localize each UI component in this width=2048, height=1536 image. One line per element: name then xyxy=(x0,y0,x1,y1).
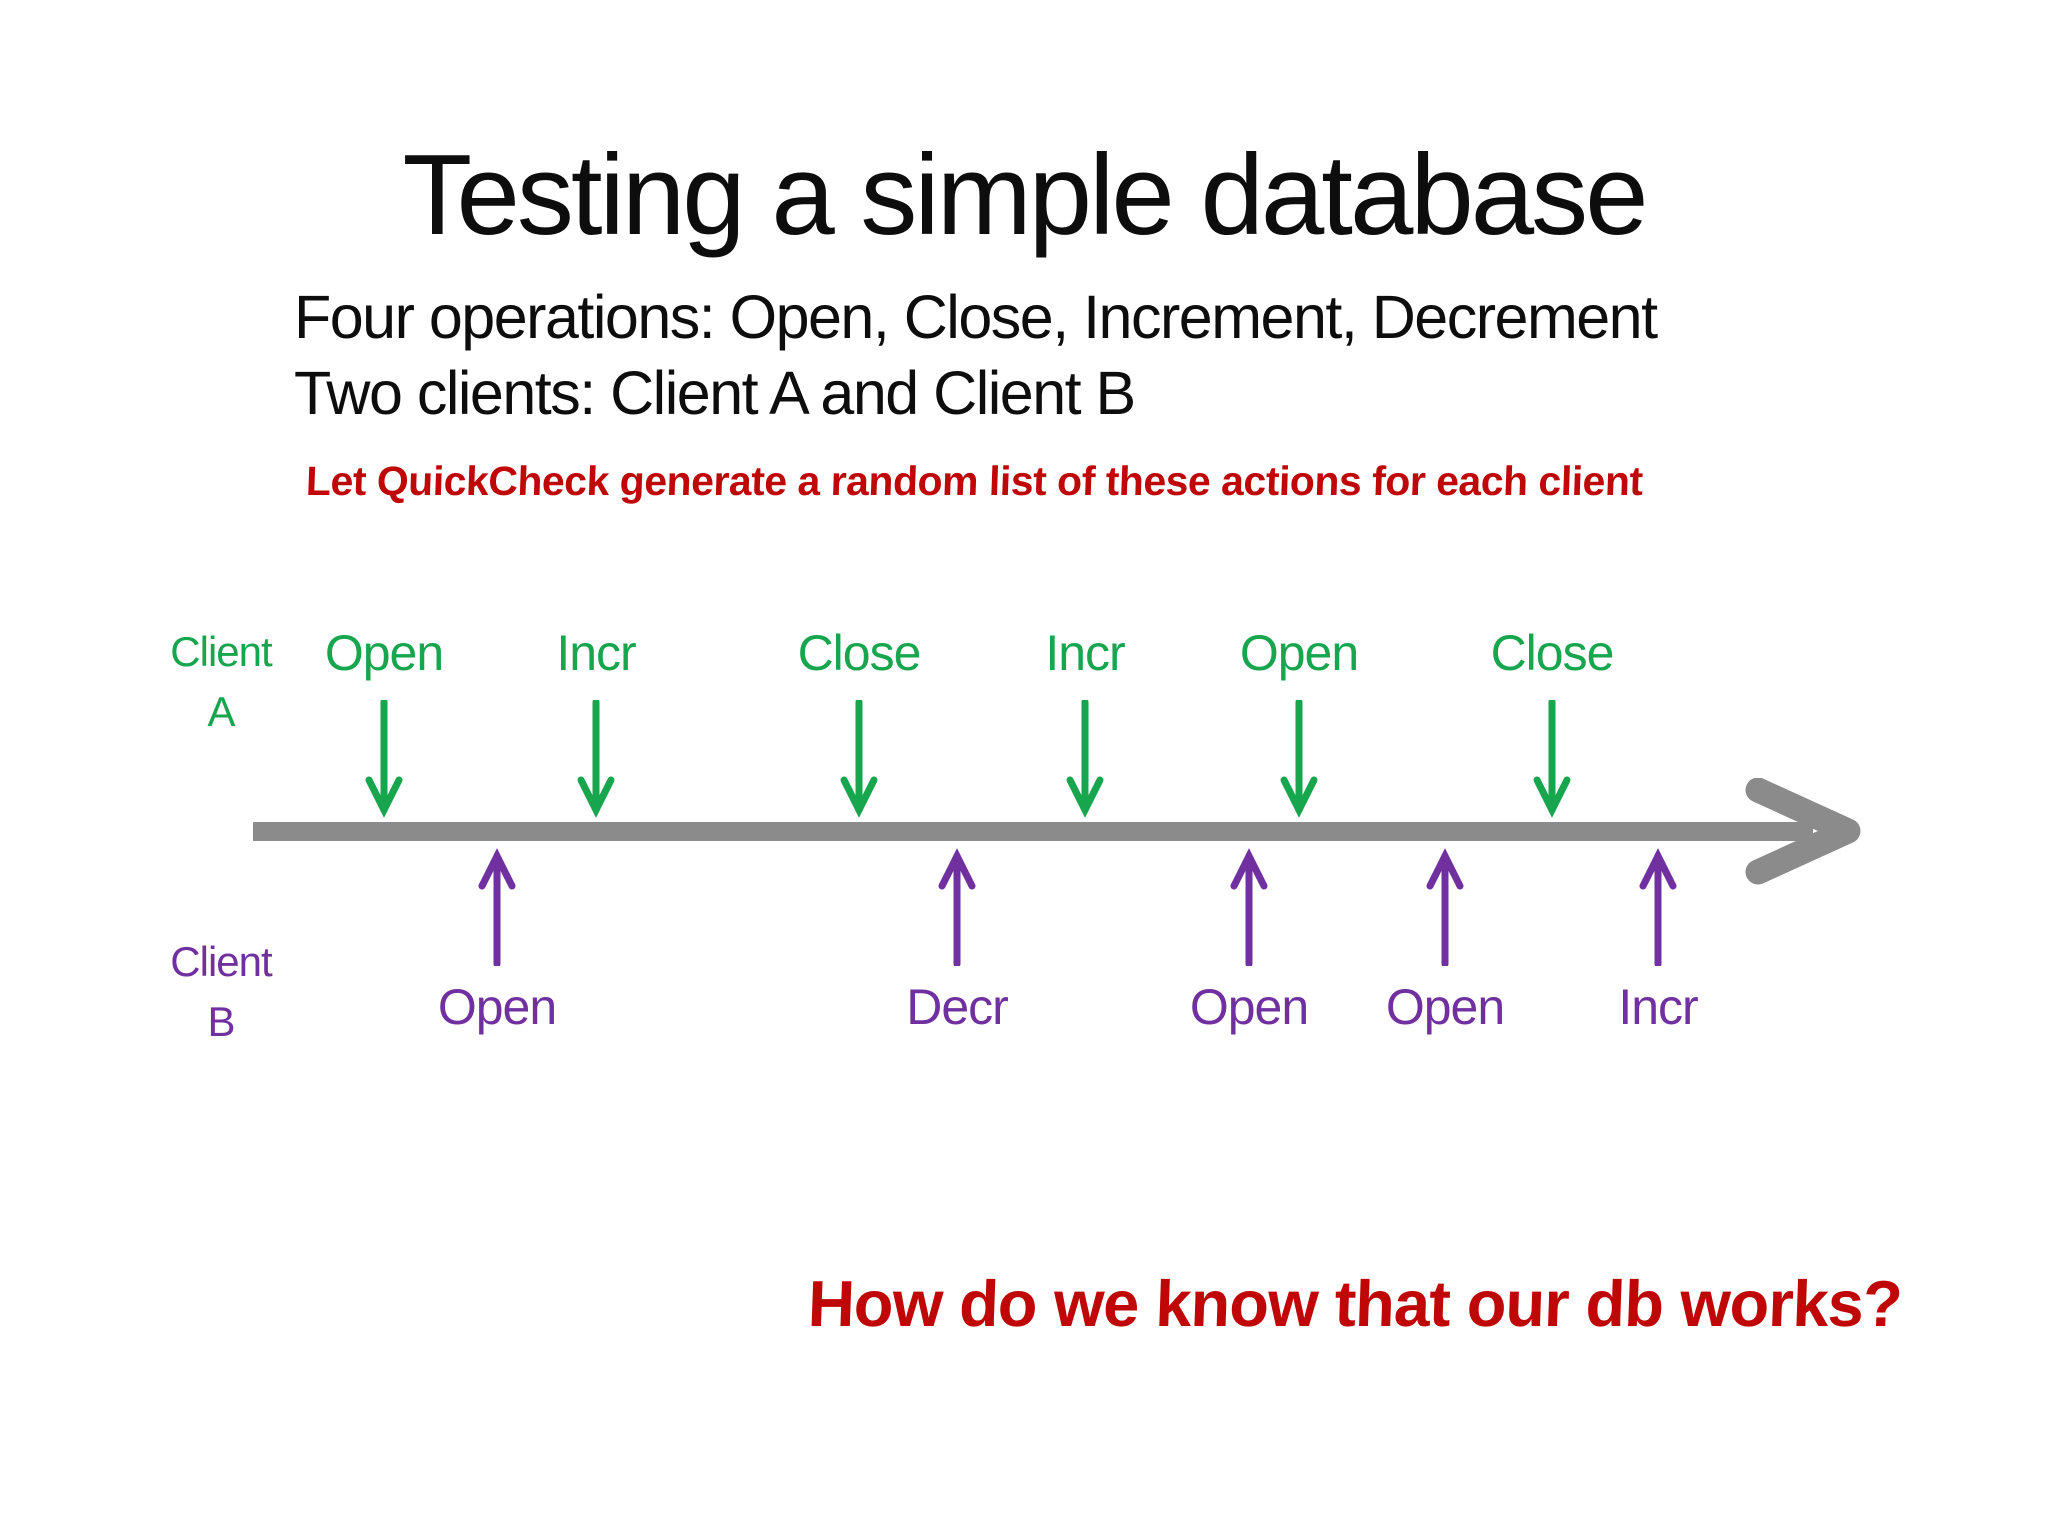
event-label-open: Open xyxy=(1239,625,1359,681)
timeline-arrowhead-icon xyxy=(1745,778,1861,885)
timeline-bar xyxy=(253,822,1813,841)
client-a-label-line1: Client xyxy=(170,628,272,675)
subtitle-clients: Two clients: Client A and Client B xyxy=(294,359,1136,427)
arrow-up-icon xyxy=(1639,848,1677,966)
event-label-incr: Incr xyxy=(556,625,636,681)
client-b-label-line2: B xyxy=(207,998,235,1045)
subtitle-operations: Four operations: Open, Close, Increment,… xyxy=(294,283,1658,351)
arrow-up-icon xyxy=(1230,848,1268,966)
arrow-down-icon xyxy=(1066,700,1104,818)
arrow-down-icon xyxy=(1533,700,1571,818)
event-label-open: Open xyxy=(1385,979,1505,1035)
event-label-open: Open xyxy=(324,625,444,681)
arrow-up-icon xyxy=(478,848,516,966)
event-label-incr: Incr xyxy=(1618,979,1698,1035)
event-label-close: Close xyxy=(1490,625,1615,681)
arrow-up-icon xyxy=(1426,848,1464,966)
timeline-axis-icon xyxy=(253,778,1861,885)
arrow-down-icon xyxy=(840,700,878,818)
event-label-close: Close xyxy=(797,625,922,681)
event-label-decr: Decr xyxy=(906,979,1009,1035)
slide-title: Testing a simple database xyxy=(402,132,1648,259)
arrow-down-icon xyxy=(1280,700,1318,818)
client-a-label: Client A xyxy=(131,622,311,742)
event-label-open: Open xyxy=(1189,979,1309,1035)
question-text: How do we know that our db works? xyxy=(806,1267,1903,1340)
arrow-down-icon xyxy=(365,700,403,818)
event-label-incr: Incr xyxy=(1045,625,1125,681)
event-label-open: Open xyxy=(437,979,557,1035)
client-a-label-line2: A xyxy=(207,688,235,735)
client-b-label-line1: Client xyxy=(170,938,272,985)
quickcheck-note: Let QuickCheck generate a random list of… xyxy=(305,458,1644,504)
arrow-down-icon xyxy=(577,700,615,818)
arrow-up-icon xyxy=(938,848,976,966)
client-b-label: Client B xyxy=(131,932,311,1052)
